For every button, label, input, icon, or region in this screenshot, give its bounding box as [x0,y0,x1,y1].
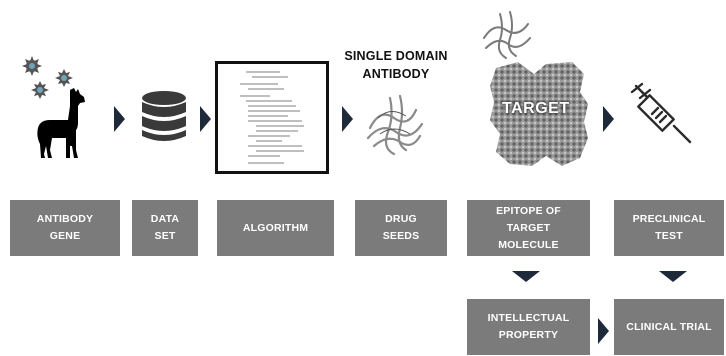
step-preclinical-test: PRECLINICAL TEST [614,200,724,256]
flow-arrow-down [512,271,540,282]
target-label: TARGET [502,100,570,117]
flow-arrow-right [598,318,609,344]
step-data-set: DATA SET [132,200,198,256]
flow-arrow-right [603,106,614,132]
step-intellectual-property: INTELLECTUAL PROPERTY [467,299,590,355]
target-protein-icon [490,62,588,166]
flow-arrow-right [200,106,211,132]
flow-arrow-right [342,106,353,132]
llama-icon [37,88,85,158]
database-icon [142,91,186,141]
flow-arrow-down [659,271,687,282]
syringe-icon [630,82,692,144]
virus-cluster-icon [22,56,73,99]
step-epitope-of-target-molecule: EPITOPE OF TARGET MOLECULE [467,200,590,256]
step-antibody-gene: ANTIBODY GENE [10,200,120,256]
step-algorithm: ALGORITHM [217,200,334,256]
step-clinical-trial: CLINICAL TRIAL [614,299,724,355]
antibody-structure-icon-small [483,11,531,59]
code-listing-icon [215,61,329,174]
step-drug-seeds: DRUG SEEDS [355,200,447,256]
flow-arrow-right [114,106,125,132]
antibody-structure-icon [366,94,424,156]
single-domain-antibody-label: SINGLE DOMAIN ANTIBODY [344,49,448,81]
